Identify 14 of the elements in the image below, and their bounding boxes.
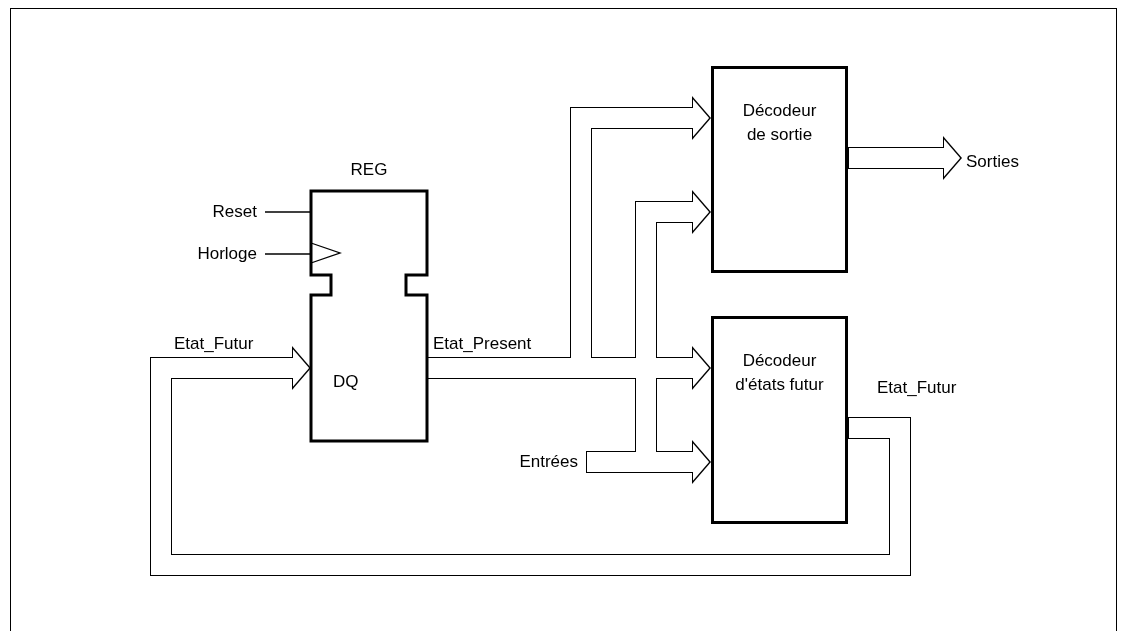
block-label: Décodeur de sortie — [741, 100, 818, 146]
bus-arrow — [150, 346, 911, 576]
signal-label: Entrées — [519, 451, 578, 473]
bus-arrow — [848, 136, 962, 180]
signal-label: Horloge — [197, 243, 257, 265]
signal-label: Reset — [212, 201, 257, 223]
port-label: DQ — [333, 371, 359, 393]
signal-line — [264, 211, 312, 213]
block-label: Décodeur d'états futur — [734, 350, 825, 396]
signal-line — [264, 253, 312, 255]
decoder-block — [711, 316, 848, 524]
block-title: REG — [349, 159, 389, 181]
decoder-block — [711, 66, 848, 273]
signal-label: Sorties — [966, 151, 1019, 173]
